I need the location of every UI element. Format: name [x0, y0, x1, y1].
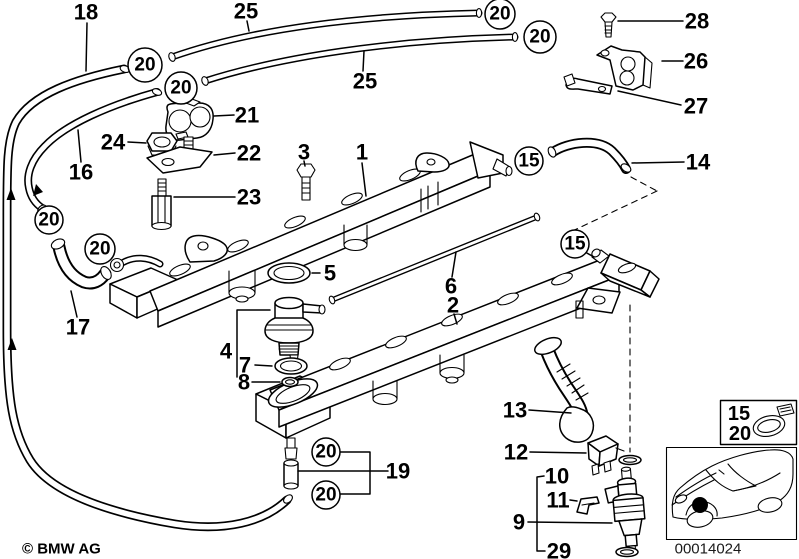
rail-upper-ports: [169, 168, 421, 277]
callout-4[interactable]: 4: [220, 339, 233, 364]
callout-26[interactable]: 26: [684, 49, 708, 74]
svg-text:20: 20: [134, 55, 155, 76]
flow-arrow-icon: [33, 184, 43, 196]
bracket-22: [146, 136, 213, 174]
callout-28[interactable]: 28: [685, 9, 709, 34]
callout-18[interactable]: 18: [74, 0, 98, 25]
callout-8[interactable]: 8: [238, 370, 250, 395]
rail-inlet-fitting: [109, 254, 164, 273]
callout-22[interactable]: 22: [237, 141, 261, 166]
leader-lines: [70, 20, 685, 552]
location-dot-icon: [692, 497, 708, 513]
callout-23[interactable]: 23: [237, 185, 261, 210]
electrical-connector-12: [587, 435, 625, 476]
callout-29[interactable]: 29: [547, 539, 571, 559]
support-bracket-27: [563, 73, 613, 95]
callout-16[interactable]: 16: [69, 160, 93, 185]
formed-hose-17: [50, 238, 112, 290]
o-ring-29: [615, 546, 639, 558]
callout-27[interactable]: 27: [684, 94, 708, 119]
circled-callout-20[interactable]: 20: [34, 205, 64, 235]
hose-clamp-icon: [752, 403, 795, 437]
svg-text:20: 20: [529, 27, 550, 48]
circled-callout-20[interactable]: 20: [84, 233, 116, 265]
svg-text:20: 20: [315, 485, 336, 506]
callout-3[interactable]: 3: [298, 140, 310, 165]
fuel-injector-9: [604, 466, 646, 554]
flow-arrow-icon: [7, 338, 17, 350]
nut-24: [146, 132, 178, 156]
fuel-hose-25-lower: [201, 32, 519, 86]
callout-14[interactable]: 14: [686, 150, 711, 175]
callout-25b[interactable]: 25: [353, 69, 377, 94]
svg-text:20: 20: [38, 210, 59, 231]
callout-13[interactable]: 13: [503, 398, 527, 423]
circled-callout-15[interactable]: 15: [560, 229, 590, 259]
svg-text:20: 20: [170, 78, 191, 99]
callout-21[interactable]: 21: [235, 103, 259, 128]
diagram-number: 00014024: [675, 541, 742, 558]
circled-callout-20[interactable]: 20: [164, 71, 198, 105]
callout-25[interactable]: 25: [234, 0, 258, 24]
protective-boot-13: [534, 336, 595, 443]
rail-lower-ports: [329, 272, 573, 371]
car-silhouette-icon: [671, 449, 794, 528]
fuel-rail-upper: [109, 141, 513, 328]
svg-text:15: 15: [564, 234, 586, 255]
seal-ring-7: [274, 357, 308, 375]
callout-24[interactable]: 24: [101, 130, 126, 155]
flow-arrow-icon: [6, 188, 16, 200]
circled-callout-20[interactable]: 20: [484, 0, 516, 30]
fuel-hose-25-upper: [168, 8, 483, 62]
svg-text:20: 20: [489, 4, 510, 25]
svg-text:20: 20: [315, 442, 336, 463]
circled-callout-20[interactable]: 20: [523, 20, 557, 54]
callout-10[interactable]: 10: [545, 464, 569, 489]
fuel-hose-16: [24, 88, 163, 214]
circled-callout-20[interactable]: 20: [311, 480, 341, 510]
bolt-3: [296, 163, 316, 201]
callout-7[interactable]: 7: [239, 353, 251, 378]
seal-ring-5: [267, 262, 311, 284]
circled-callout-20[interactable]: 20: [127, 47, 163, 83]
circled-callouts: 20 20 20 20 20 20 20 20 15 15: [34, 0, 590, 510]
o-ring-8: [281, 376, 299, 388]
vacuum-pipe-6: [328, 212, 541, 305]
rail-upper-bracket-tabs: [184, 152, 450, 263]
clamp-bracket-26: [596, 45, 653, 91]
callout-5[interactable]: 5: [324, 261, 336, 286]
callout-1[interactable]: 1: [356, 140, 368, 165]
svg-text:15: 15: [518, 151, 540, 172]
callouts: 18 25 28 26 27 25 21 24 22 3 1 14 16 23 …: [66, 0, 711, 559]
o-ring-10: [618, 454, 642, 466]
clamp-legend-box: 15 20: [719, 399, 798, 446]
retaining-clip-11: [576, 496, 600, 515]
rail-lower-injector-cups: [372, 354, 465, 406]
vent-hose-14: [547, 137, 632, 174]
callout-6[interactable]: 6: [445, 274, 457, 299]
circled-callout-20[interactable]: 20: [311, 437, 341, 467]
callout-2[interactable]: 2: [447, 293, 459, 318]
callout-11[interactable]: 11: [546, 488, 569, 513]
spacer-stud-23: [151, 178, 172, 231]
fuel-rail-lower: [255, 248, 660, 490]
fuel-hose-18: [2, 64, 293, 532]
inset-label-20: 20: [729, 423, 751, 445]
car-location-box: 00014024: [665, 446, 798, 558]
callout-9[interactable]: 9: [513, 510, 525, 535]
callout-12[interactable]: 12: [504, 440, 528, 465]
svg-text:20: 20: [89, 239, 110, 260]
inset-label-15: 15: [728, 403, 750, 425]
hose-clamp-21: [165, 98, 214, 141]
copyright-text: © BMW AG: [22, 541, 101, 558]
bolt-28: [600, 12, 617, 38]
pressure-regulator: [264, 296, 326, 364]
circled-callout-15[interactable]: 15: [514, 146, 544, 176]
callout-19[interactable]: 19: [386, 459, 410, 484]
callout-17[interactable]: 17: [66, 315, 90, 340]
reference-dash-line: [565, 176, 658, 235]
rail-upper-injector-cups: [228, 181, 439, 303]
